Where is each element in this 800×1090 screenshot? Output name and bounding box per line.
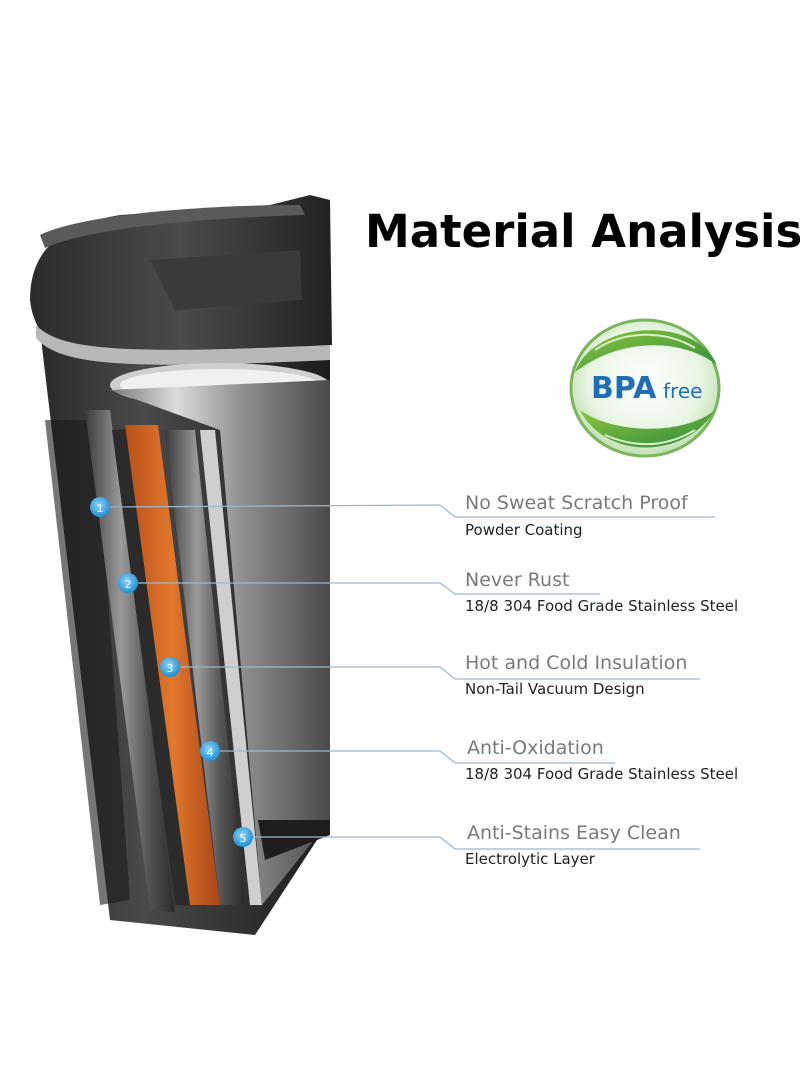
callout-dot-1: 1 xyxy=(90,497,110,517)
page-title: Material Analysis xyxy=(365,205,800,258)
feature-4-title: Anti-Oxidation xyxy=(467,737,604,759)
badge-small-text: free xyxy=(663,379,702,403)
callout-dot-3: 3 xyxy=(160,657,180,677)
feature-4-subtitle: 18/8 304 Food Grade Stainless Steel xyxy=(465,765,739,783)
bpa-free-badge: BPA free xyxy=(569,318,721,458)
svg-text:4: 4 xyxy=(207,746,214,759)
svg-text:5: 5 xyxy=(240,832,247,845)
svg-text:2: 2 xyxy=(125,578,132,591)
feature-5-subtitle: Electrolytic Layer xyxy=(465,850,595,868)
callout-dot-4: 4 xyxy=(200,741,220,761)
feature-3-subtitle: Non-Tail Vacuum Design xyxy=(465,680,645,698)
feature-2-title: Never Rust xyxy=(465,569,570,591)
badge-main-text: BPA xyxy=(591,371,657,406)
callout-dot-2: 2 xyxy=(118,573,138,593)
callout-dot-5: 5 xyxy=(233,827,253,847)
svg-text:3: 3 xyxy=(167,662,174,675)
feature-1-title: No Sweat Scratch Proof xyxy=(465,492,688,514)
feature-3-title: Hot and Cold Insulation xyxy=(465,652,688,674)
feature-1-subtitle: Powder Coating xyxy=(465,521,583,539)
feature-5-title: Anti-Stains Easy Clean xyxy=(467,822,681,844)
svg-text:1: 1 xyxy=(97,502,104,515)
feature-2-subtitle: 18/8 304 Food Grade Stainless Steel xyxy=(465,597,739,615)
